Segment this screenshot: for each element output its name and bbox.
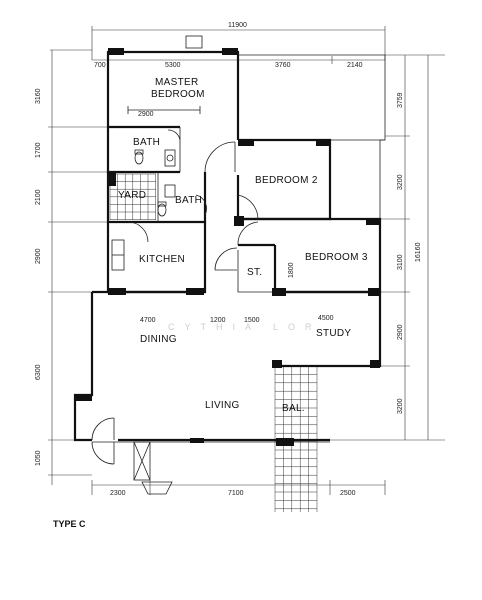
dim-mid-4700: 4700 — [140, 317, 156, 324]
top-dimensions — [50, 26, 386, 64]
dim-mid-4500: 4500 — [318, 315, 334, 322]
room-label-store: ST. — [247, 267, 262, 278]
doors — [91, 129, 259, 465]
room-label-study: STUDY — [316, 328, 351, 339]
dim-top-3760: 3760 — [275, 62, 291, 69]
room-label-master-bedroom-line1: MASTER — [155, 77, 198, 88]
dim-right-2900: 2900 — [397, 324, 404, 340]
dim-right-overall: 16160 — [415, 242, 422, 262]
room-label-bedroom-2: BEDROOM 2 — [255, 175, 318, 186]
dim-store-1800: 1800 — [288, 262, 295, 278]
dim-right-3100: 3100 — [397, 254, 404, 270]
dim-mid-1500: 1500 — [244, 317, 260, 324]
dim-left-1700: 1700 — [35, 142, 42, 158]
dim-right-3200a: 3200 — [397, 174, 404, 190]
dim-left-2900: 2900 — [35, 248, 42, 264]
entrance-fixtures — [133, 441, 173, 495]
chimney-vent — [185, 35, 203, 49]
dim-right-3200b: 3200 — [397, 398, 404, 414]
dim-left-2100: 2100 — [35, 189, 42, 205]
kitchen-fixtures — [111, 239, 125, 271]
dim-left-3160: 3160 — [35, 88, 42, 104]
room-label-bath-2: BATH — [175, 195, 202, 206]
left-dimensions — [48, 50, 108, 485]
bathroom-fixtures — [127, 106, 201, 217]
dim-bottom-2500: 2500 — [340, 490, 356, 497]
dim-top-5300: 5300 — [165, 62, 181, 69]
room-label-dining: DINING — [140, 334, 177, 345]
right-dimensions — [330, 54, 445, 441]
dim-left-1050: 1050 — [35, 450, 42, 466]
dim-top-2140: 2140 — [347, 62, 363, 69]
room-label-bath-1: BATH — [133, 137, 160, 148]
room-label-yard: YARD — [118, 190, 146, 201]
yard-tile-pattern — [109, 173, 156, 220]
room-label-living: LIVING — [205, 400, 240, 411]
dim-bottom-7100: 7100 — [228, 490, 244, 497]
watermark: CYTHIA LOR — [168, 322, 322, 332]
structural-columns — [76, 48, 380, 446]
bottom-dimensions — [91, 480, 386, 495]
plan-title: TYPE C — [53, 519, 86, 529]
dim-bath-2900: 2900 — [138, 111, 154, 118]
room-label-bedroom-3: BEDROOM 3 — [305, 252, 368, 263]
room-label-balcony: BAL. — [282, 403, 305, 414]
dim-bottom-2300: 2300 — [110, 490, 126, 497]
dim-top-overall: 11900 — [228, 22, 247, 29]
walls — [73, 50, 386, 443]
dim-top-700: 700 — [94, 62, 106, 69]
room-label-master-bedroom-line2: BEDROOM — [151, 89, 205, 100]
dim-left-6300: 6300 — [35, 364, 42, 380]
dim-mid-1200: 1200 — [210, 317, 226, 324]
dim-right-3759: 3759 — [397, 92, 404, 108]
room-label-kitchen: KITCHEN — [139, 254, 185, 265]
